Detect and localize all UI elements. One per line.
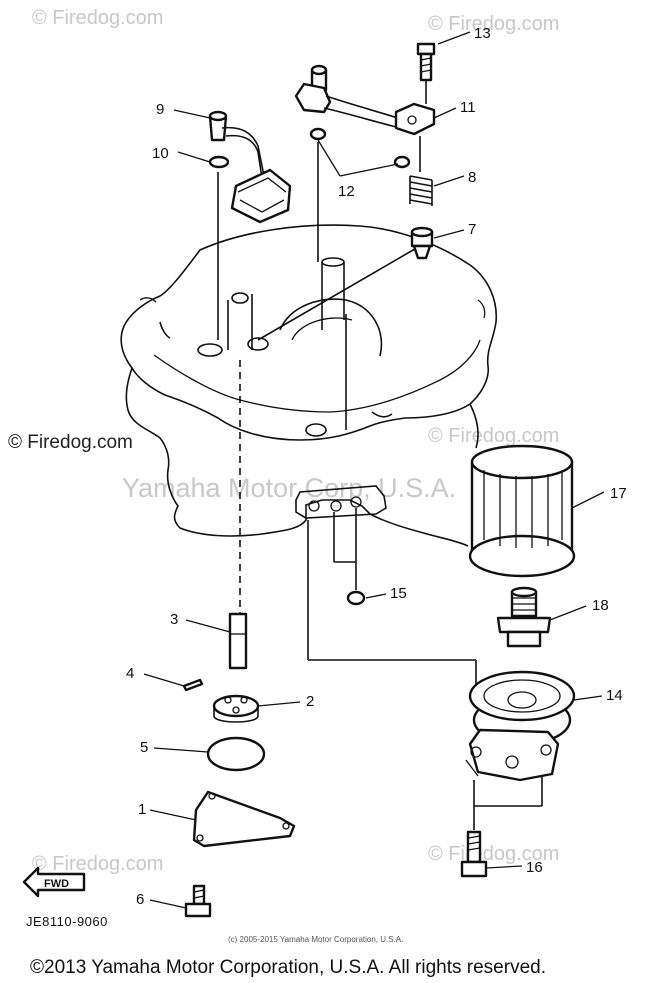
watermark-yamaha-center: Yamaha Motor Corp, U.S.A. [122,473,456,503]
callout-4: 4 [126,665,134,682]
callout-15: 15 [390,585,407,602]
callout-11: 11 [460,99,476,116]
callout-leaders [143,31,605,909]
oring-10 [208,155,230,169]
rotor-2 [212,694,260,723]
watermark-firedog-mid-left: © Firedog.com [8,432,133,453]
oil-pan-housing [120,224,498,547]
callout-3: 3 [170,611,178,628]
callout-10: 10 [152,145,169,162]
callout-18: 18 [592,597,609,614]
callout-9: 9 [156,101,164,118]
watermark-firedog-mid-right: © Firedog.com [428,425,559,447]
relief-valve-bracket [294,64,436,136]
filter-mount-14 [465,670,576,782]
callout-7: 7 [468,221,476,238]
watermark-firedog-top-left: © Firedog.com [32,7,163,29]
fwd-label: FWD [44,878,69,890]
shaft-3 [228,612,248,670]
union-bolt-18 [496,586,552,648]
fwd-arrow-icon: FWD [22,866,86,898]
valve-7 [410,226,434,260]
callout-2: 2 [306,693,314,710]
oring-12a [309,127,327,141]
pin-4 [182,678,204,692]
callout-13: 13 [474,25,491,42]
watermark-firedog-bottom-right: © Firedog.com [428,843,559,865]
bolt-16 [460,830,488,878]
oring-5 [206,736,266,772]
watermark-firedog-bottom-left: © Firedog.com [32,853,163,875]
callout-8: 8 [468,169,476,186]
callout-17: 17 [610,485,627,502]
oil-pickup-strainer [208,110,292,224]
callout-14: 14 [606,687,623,704]
watermark-firedog-top-right: © Firedog.com [428,13,559,35]
oil-filter-17 [468,444,576,578]
diagram-code: JE8110-9060 [26,914,108,929]
cover-plate-1 [192,790,296,848]
footer-copyright: ©2013 Yamaha Motor Corporation, U.S.A. A… [30,957,546,978]
bolt-13 [416,42,436,82]
callout-6: 6 [136,891,144,908]
oring-15 [346,590,366,606]
callout-1: 1 [138,801,146,818]
screw-6 [184,884,212,918]
callout-5: 5 [140,739,148,756]
callout-16: 16 [526,859,543,876]
spring-8 [409,175,433,206]
callout-12: 12 [338,183,355,200]
oring-12b [393,155,411,169]
small-copyright: (c) 2005-2015 Yamaha Motor Corporation, … [228,935,403,944]
